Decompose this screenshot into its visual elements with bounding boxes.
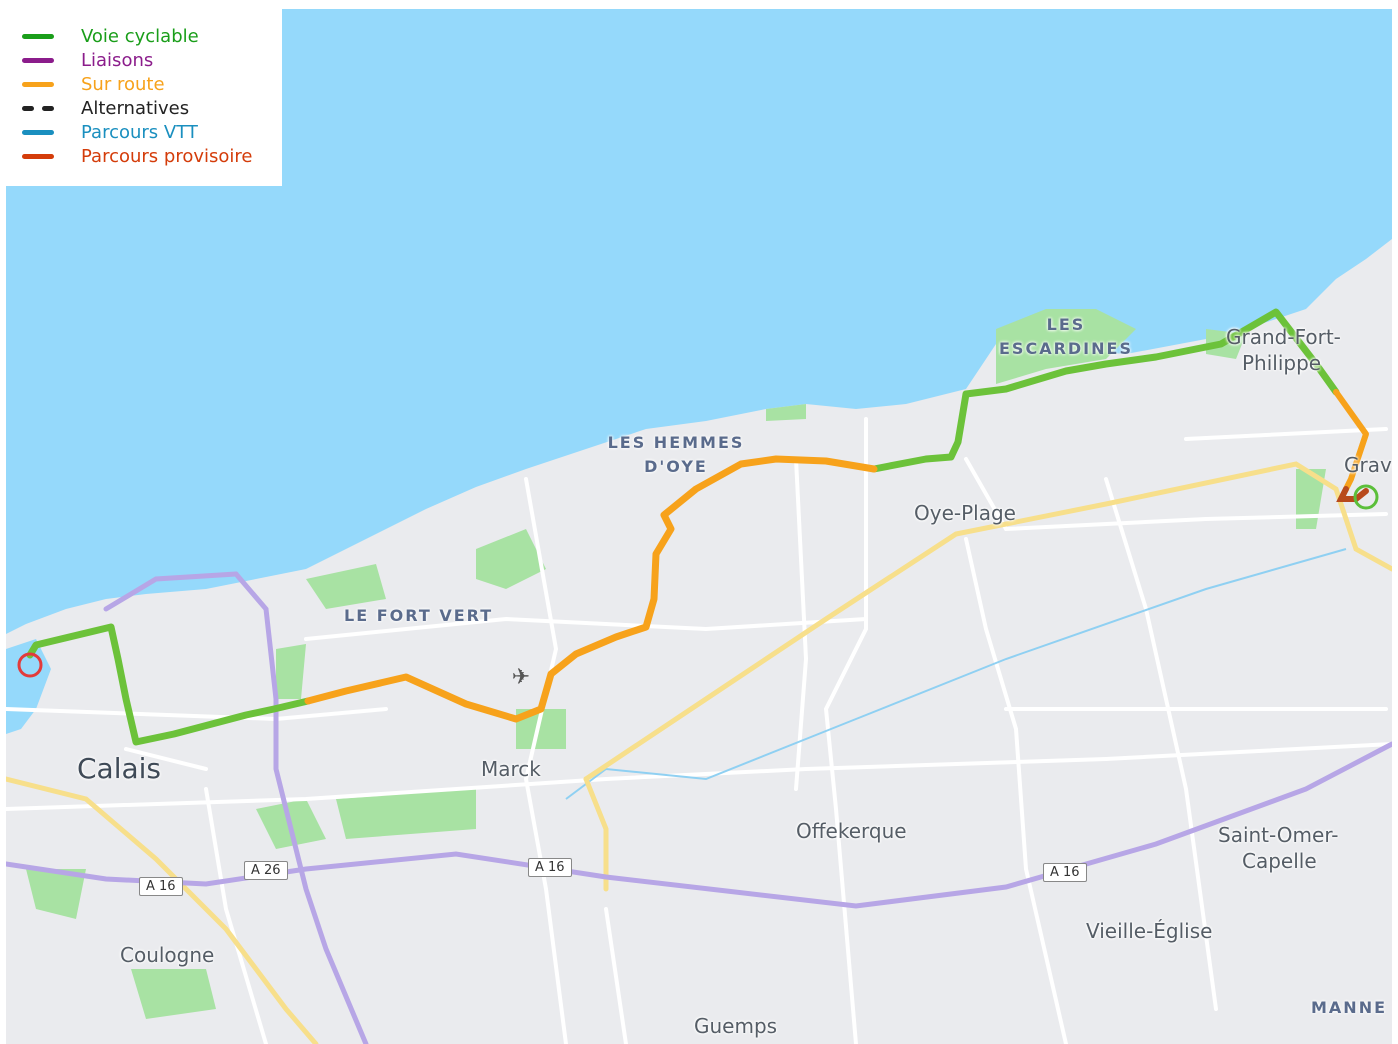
sea	[6, 9, 1392, 634]
trunk-roads	[6, 461, 1392, 1044]
legend-swatch-liaisons	[22, 58, 54, 63]
map-legend: Voie cyclable Liaisons Sur route Alterna…	[6, 9, 282, 186]
map-layer: ✈	[6, 9, 1392, 1044]
legend-swatch-parcours-vtt	[22, 130, 54, 135]
legend-swatch-alternatives	[22, 106, 54, 111]
legend-swatch-voie-cyclable	[22, 34, 54, 39]
area-les-hemmes-doye: LES HEMMES D'OYE	[601, 431, 751, 479]
place-offekerque: Offekerque	[796, 819, 907, 843]
canal	[565, 548, 1347, 800]
legend-label-parcours-vtt: Parcours VTT	[81, 122, 198, 143]
end-marker-icon[interactable]	[17, 652, 43, 678]
area-les-escardines-line1: LES	[1046, 315, 1086, 334]
route-parcours-provisoire[interactable]	[1336, 486, 1369, 502]
legend-label-sur-route: Sur route	[81, 74, 165, 95]
place-calais: Calais	[77, 752, 162, 785]
legend-item-sur-route[interactable]: Sur route	[6, 73, 282, 97]
area-les-hemmes-line1: LES HEMMES	[607, 433, 745, 452]
legend-label-parcours-provisoire: Parcours provisoire	[81, 146, 253, 167]
place-saint-omer-capelle-line1: Saint-Omer-	[1218, 823, 1339, 847]
road-shield-a16-east: A 16	[1043, 863, 1087, 882]
place-marck: Marck	[481, 757, 541, 781]
legend-item-parcours-vtt[interactable]: Parcours VTT	[6, 121, 282, 145]
place-vieille-eglise: Vieille-Église	[1086, 919, 1213, 943]
road-shield-a16-west: A 16	[139, 877, 183, 896]
place-saint-omer-capelle-line2: Capelle	[1242, 849, 1317, 873]
place-guemps: Guemps	[694, 1014, 778, 1038]
legend-item-voie-cyclable[interactable]: Voie cyclable	[6, 25, 282, 49]
airplane-icon: ✈	[512, 665, 530, 690]
legend-dash-2	[42, 106, 54, 111]
legend-swatch-parcours-provisoire	[22, 154, 54, 159]
place-coulogne: Coulogne	[120, 943, 215, 967]
route-voie-cyclable[interactable]	[26, 308, 1340, 746]
legend-item-parcours-provisoire[interactable]: Parcours provisoire	[6, 145, 282, 169]
legend-item-liaisons[interactable]: Liaisons	[6, 49, 282, 73]
road-shield-a16-mid: A 16	[528, 858, 572, 877]
route-sur-route[interactable]	[304, 389, 1369, 723]
legend-item-alternatives[interactable]: Alternatives	[6, 97, 282, 121]
road-shield-a26: A 26	[244, 861, 288, 880]
legend-label-voie-cyclable: Voie cyclable	[81, 26, 199, 47]
place-oye-plage: Oye-Plage	[914, 501, 1016, 525]
legend-swatch-sur-route	[22, 82, 54, 87]
area-le-fort-vert: LE FORT VERT	[344, 606, 494, 625]
minor-roads	[6, 417, 1392, 1044]
place-gravelines: Grave	[1344, 453, 1392, 477]
legend-label-liaisons: Liaisons	[81, 50, 154, 71]
place-grand-fort-philippe-line2: Philippe	[1242, 351, 1322, 375]
area-les-escardines: LES ESCARDINES	[996, 313, 1136, 361]
map-canvas[interactable]: ✈ Calais Marck Oye-Plage Offekerque Coul…	[6, 9, 1392, 1044]
legend-dash-1	[22, 106, 34, 111]
area-manne: MANNE	[1311, 998, 1388, 1017]
area-les-escardines-line2: ESCARDINES	[999, 339, 1133, 358]
start-marker-icon[interactable]	[1353, 484, 1379, 510]
place-grand-fort-philippe-line1: Grand-Fort-	[1226, 325, 1341, 349]
legend-label-alternatives: Alternatives	[81, 98, 190, 119]
area-les-hemmes-line2: D'OYE	[644, 457, 708, 476]
